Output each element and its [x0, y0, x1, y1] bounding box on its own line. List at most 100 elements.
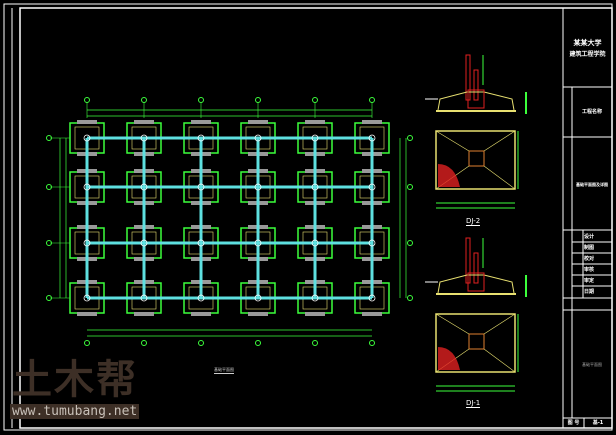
column-rebar	[473, 69, 479, 101]
footing-bar-mark	[77, 312, 97, 316]
role-review: 审核	[583, 267, 594, 273]
footing-bar-mark	[248, 312, 268, 316]
column-pedestal	[468, 150, 485, 167]
grid-axis-bubble	[369, 97, 375, 103]
column-mark	[140, 294, 148, 302]
footing-bar-mark	[362, 120, 382, 124]
grid-axis-bubble	[255, 97, 261, 103]
sheet-number: 基-1	[592, 420, 604, 426]
drawing-title-small: 基础平面图	[582, 362, 602, 367]
grid-axis-bubble	[312, 340, 318, 346]
footing-details	[425, 54, 527, 392]
rebar-mesh	[438, 164, 460, 187]
slope-line	[435, 130, 470, 152]
slope-line	[483, 313, 516, 335]
slope-line	[435, 313, 470, 335]
grid-axis-bubble	[255, 340, 261, 346]
column-mark	[197, 134, 205, 142]
foundation-plan	[46, 97, 413, 346]
footing-bar-mark	[248, 120, 268, 124]
role-list: 设计 制图 校对 审核 审定 日期	[583, 233, 595, 299]
grid-axis-bubble	[407, 184, 413, 190]
role-date: 日期	[583, 289, 594, 295]
slope-line	[483, 130, 516, 152]
column-rebar	[473, 252, 479, 284]
grid-axis-bubble	[84, 97, 90, 103]
footing-bar-mark	[77, 120, 97, 124]
footing-bar-mark	[305, 120, 325, 124]
footing-plan-outline	[435, 130, 516, 190]
rebar-cage	[467, 272, 485, 292]
grid-axis-bubble	[141, 97, 147, 103]
column-mark	[311, 294, 319, 302]
column-mark	[311, 183, 319, 191]
detail-label-dj2: DJ-2	[466, 217, 481, 226]
footing-bar-mark	[305, 312, 325, 316]
footing-bar-mark	[191, 312, 211, 316]
role-approve: 审定	[583, 278, 594, 284]
drawing-name: 基础平面图及详图	[576, 182, 608, 187]
grid-axis-bubble	[46, 240, 52, 246]
footing-bar-mark	[362, 312, 382, 316]
column-mark	[254, 183, 262, 191]
grid-axis-bubble	[407, 135, 413, 141]
school-department: 建筑工程学院	[569, 51, 606, 58]
column-mark	[140, 239, 148, 247]
column-mark	[368, 239, 376, 247]
sheet-label: 图 号	[567, 420, 580, 426]
slope-line	[483, 165, 516, 190]
column-mark	[368, 134, 376, 142]
column-mark	[140, 183, 148, 191]
project-name: 工程名称	[581, 109, 602, 115]
column-mark	[254, 294, 262, 302]
footing-section	[437, 91, 515, 111]
role-draft: 制图	[583, 245, 594, 251]
column-mark	[311, 134, 319, 142]
footing-plan-outline	[435, 313, 516, 373]
title-block	[562, 7, 613, 429]
column-mark	[197, 239, 205, 247]
column-mark	[83, 239, 91, 247]
rebar-cage	[467, 89, 485, 109]
footing-base	[436, 293, 516, 295]
school-name: 某某大学	[573, 39, 602, 47]
role-check: 校对	[583, 256, 594, 262]
footing-detail	[425, 54, 527, 209]
footing-detail	[425, 237, 527, 392]
column-mark	[311, 239, 319, 247]
footing-bar-mark	[191, 120, 211, 124]
column-mark	[83, 134, 91, 142]
grid-axis-bubble	[407, 295, 413, 301]
grid-axis-bubble	[198, 97, 204, 103]
column-pedestal	[468, 333, 485, 350]
footing-bar-mark	[134, 312, 154, 316]
grid-axis-bubble	[84, 340, 90, 346]
watermark-logo: 土木帮	[12, 357, 138, 403]
column-mark	[197, 183, 205, 191]
footing-section	[437, 274, 515, 294]
grid-axis-bubble	[407, 240, 413, 246]
column-mark	[197, 294, 205, 302]
footing-base	[436, 110, 516, 112]
watermark-url: www.tumubang.net	[10, 404, 140, 419]
plan-title: 基础平面图	[214, 367, 234, 374]
slope-line	[483, 348, 516, 373]
column-mark	[83, 183, 91, 191]
grid-axis-bubble	[369, 340, 375, 346]
watermark: 土木帮 www.tumubang.net	[10, 357, 140, 419]
grid-axis-bubble	[46, 295, 52, 301]
role-design: 设计	[583, 234, 594, 240]
column-mark	[254, 239, 262, 247]
column-mark	[254, 134, 262, 142]
rebar-mesh	[438, 347, 460, 370]
grid-axis-bubble	[198, 340, 204, 346]
detail-label-dj1: DJ-1	[466, 399, 481, 408]
footing-bar-mark	[134, 120, 154, 124]
grid-axis-bubble	[46, 184, 52, 190]
column-mark	[83, 294, 91, 302]
column-mark	[368, 183, 376, 191]
column-mark	[140, 134, 148, 142]
column-mark	[368, 294, 376, 302]
grid-axis-bubble	[141, 340, 147, 346]
